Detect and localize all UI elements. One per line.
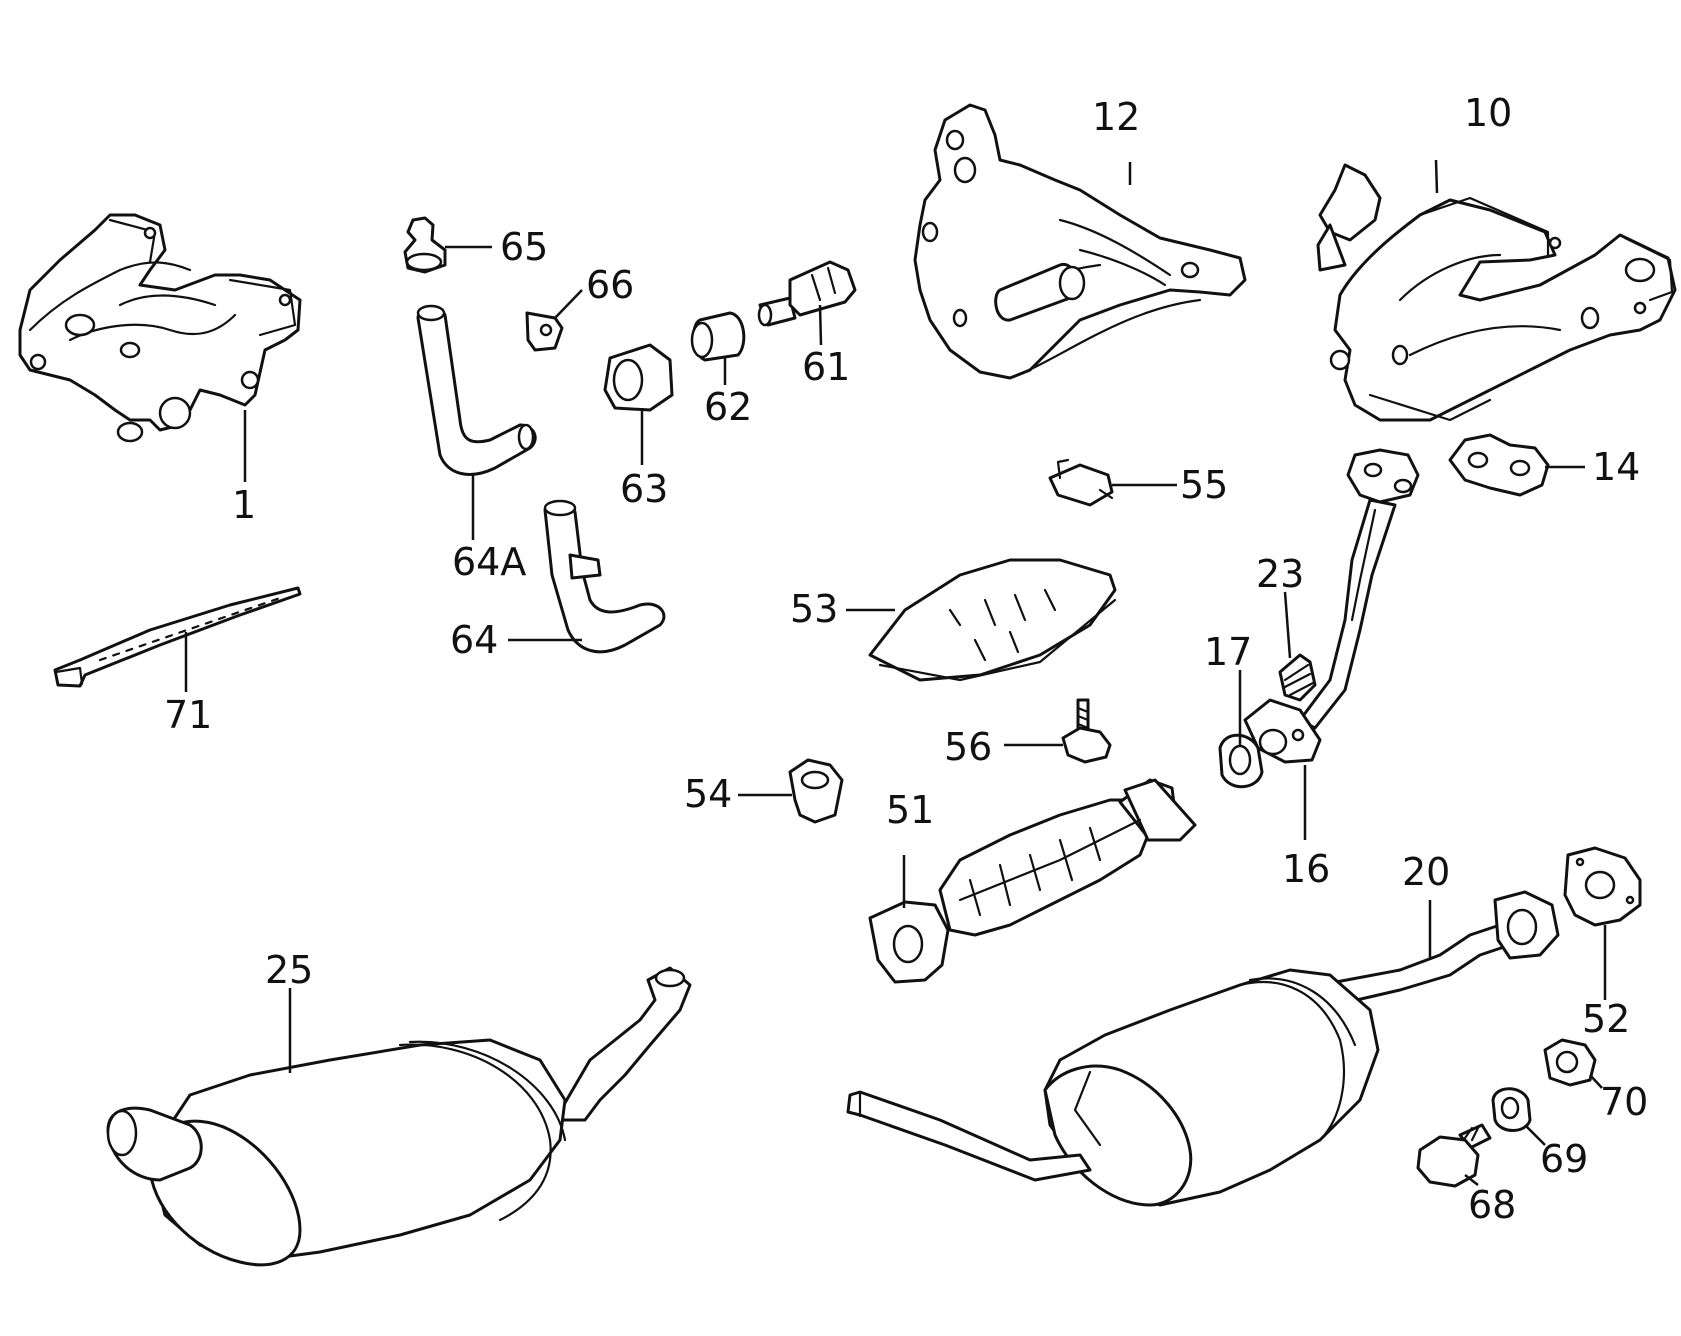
- label-61: 61: [802, 345, 850, 389]
- leader-68: [1464, 1174, 1479, 1186]
- leader-70: [1589, 1074, 1603, 1089]
- part-62-sleeve: [690, 311, 746, 362]
- part-53-heat-shield: [868, 558, 1117, 682]
- part-63-nut: [603, 343, 674, 412]
- part-70-nut: [1543, 1038, 1597, 1087]
- leader-61: [818, 304, 823, 346]
- part-71-strap: [53, 586, 302, 688]
- part-64-hose: [543, 499, 666, 654]
- part-14-gasket: [1448, 433, 1550, 497]
- part-51-catalytic-converter: [868, 778, 1197, 984]
- leader-66: [554, 289, 583, 319]
- part-23-spring: [1278, 653, 1317, 702]
- part-52-gasket: [1563, 846, 1642, 927]
- label-16: 16: [1282, 847, 1330, 891]
- part-10-exhaust-manifold: [1316, 163, 1677, 422]
- label-64a: 64A: [452, 540, 526, 584]
- label-62: 62: [704, 385, 752, 429]
- label-23: 23: [1256, 552, 1304, 596]
- label-63: 63: [620, 467, 668, 511]
- label-64: 64: [450, 618, 498, 662]
- leader-23: [1283, 591, 1292, 659]
- label-10: 10: [1464, 91, 1512, 135]
- label-66: 66: [586, 263, 634, 307]
- part-61-sensor: [757, 260, 857, 327]
- label-69: 69: [1540, 1137, 1588, 1181]
- label-25: 25: [265, 948, 313, 992]
- label-65: 65: [500, 225, 548, 269]
- part-12-heat-shield: [913, 103, 1247, 380]
- part-64a-hose: [416, 304, 537, 476]
- part-20-middle-silencer: [846, 890, 1560, 1207]
- part-number-labels: 1 10 12 14 16 17 20 23 25 51 52 53 54 55…: [164, 91, 1648, 1227]
- part-17-ring: [1218, 733, 1264, 789]
- part-56-bolt: [1061, 698, 1112, 764]
- label-20: 20: [1402, 850, 1450, 894]
- part-1-manifold: [18, 213, 302, 443]
- label-14: 14: [1592, 445, 1640, 489]
- leader-69: [1524, 1124, 1546, 1146]
- label-55: 55: [1180, 463, 1228, 507]
- part-54-nut: [788, 758, 844, 824]
- label-12: 12: [1092, 95, 1140, 139]
- leader-lines: [184, 159, 1607, 1186]
- label-68: 68: [1468, 1183, 1516, 1227]
- label-1: 1: [232, 483, 256, 527]
- label-17: 17: [1204, 630, 1252, 674]
- part-55-clip: [1048, 458, 1114, 507]
- part-16-front-pipe: [1243, 448, 1420, 764]
- label-51: 51: [886, 788, 934, 832]
- label-53: 53: [790, 587, 838, 631]
- label-52: 52: [1582, 997, 1630, 1041]
- label-54: 54: [684, 772, 732, 816]
- part-66-clip: [525, 311, 564, 352]
- part-65-cap: [403, 216, 447, 274]
- part-69-washer: [1491, 1087, 1532, 1132]
- label-56: 56: [944, 725, 992, 769]
- label-71: 71: [164, 693, 212, 737]
- label-70: 70: [1600, 1080, 1648, 1124]
- part-25-rear-silencer: [106, 966, 692, 1267]
- leader-10: [1434, 159, 1439, 194]
- part-68-bolt: [1416, 1123, 1492, 1188]
